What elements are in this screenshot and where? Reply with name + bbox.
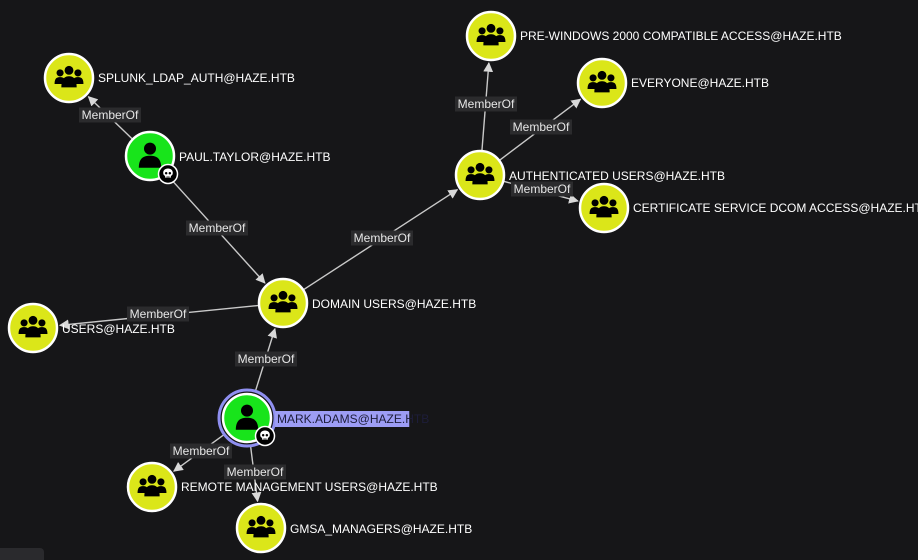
node-domain-users[interactable]: DOMAIN USERS@HAZE.HTB	[257, 277, 476, 329]
edge-label-auth_users-pre_windows[interactable]: MemberOf	[455, 96, 517, 112]
edge-label-box	[127, 306, 189, 322]
edge-label-text: MemberOf	[513, 120, 570, 134]
corner-panel	[0, 548, 44, 560]
edge-label-auth_users-cert_dcom[interactable]: MemberOf	[511, 181, 573, 197]
edge-label-box	[511, 181, 573, 197]
edge-label-box	[455, 96, 517, 112]
edge-label-box	[224, 464, 286, 480]
edge-label-paul-splunk[interactable]: MemberOf	[79, 107, 141, 123]
node-label: GMSA_MANAGERS@HAZE.HTB	[290, 522, 472, 536]
node-label: EVERYONE@HAZE.HTB	[631, 76, 769, 90]
node-label: AUTHENTICATED USERS@HAZE.HTB	[509, 169, 725, 183]
node-label: DOMAIN USERS@HAZE.HTB	[312, 297, 476, 311]
edge-label-layer: MemberOfMemberOfMemberOfMemberOfMemberOf…	[79, 96, 573, 480]
edge-label-auth_users-everyone[interactable]: MemberOf	[510, 119, 572, 135]
edge-label-mark-remote_mgmt[interactable]: MemberOf	[170, 443, 232, 459]
node-users[interactable]: USERS@HAZE.HTB	[7, 302, 175, 354]
skull-icon	[254, 425, 276, 447]
node-label: MARK.ADAMS@HAZE.HTB	[277, 412, 429, 426]
edge-layer	[58, 61, 582, 503]
node-label: REMOTE MANAGEMENT USERS@HAZE.HTB	[181, 480, 438, 494]
edge-label-text: MemberOf	[227, 465, 284, 479]
edge-label-text: MemberOf	[173, 444, 230, 458]
selected-label-highlight	[275, 411, 410, 427]
edge-label-domain_users-auth_users[interactable]: MemberOf	[351, 230, 413, 246]
edge-label-text: MemberOf	[189, 221, 246, 235]
node-label: SPLUNK_LDAP_AUTH@HAZE.HTB	[98, 71, 295, 85]
node-pre-windows[interactable]: PRE-WINDOWS 2000 COMPATIBLE ACCESS@HAZE.…	[465, 10, 842, 62]
edge-label-box	[351, 230, 413, 246]
edge-label-box	[170, 443, 232, 459]
edge-label-text: MemberOf	[82, 108, 139, 122]
node-layer: PRE-WINDOWS 2000 COMPATIBLE ACCESS@HAZE.…	[7, 10, 918, 554]
edge-label-mark-gmsa[interactable]: MemberOf	[224, 464, 286, 480]
node-auth-users[interactable]: AUTHENTICATED USERS@HAZE.HTB	[454, 149, 725, 201]
node-cert-dcom[interactable]: CERTIFICATE SERVICE DCOM ACCESS@HAZE.HTB	[578, 182, 918, 234]
edge-label-text: MemberOf	[130, 307, 187, 321]
edge-label-box	[79, 107, 141, 123]
edge-label-domain_users-users[interactable]: MemberOf	[127, 306, 189, 322]
edge-label-text: MemberOf	[238, 352, 295, 366]
edge-label-text: MemberOf	[458, 97, 515, 111]
node-label: CERTIFICATE SERVICE DCOM ACCESS@HAZE.HTB	[633, 201, 918, 215]
edge-label-mark-domain_users[interactable]: MemberOf	[235, 351, 297, 367]
node-label: USERS@HAZE.HTB	[62, 322, 175, 336]
node-gmsa[interactable]: GMSA_MANAGERS@HAZE.HTB	[235, 502, 472, 554]
edge-label-box	[186, 220, 248, 236]
node-paul[interactable]: PAUL.TAYLOR@HAZE.HTB	[124, 130, 331, 185]
node-label: PRE-WINDOWS 2000 COMPATIBLE ACCESS@HAZE.…	[520, 29, 842, 43]
node-everyone[interactable]: EVERYONE@HAZE.HTB	[576, 57, 769, 109]
node-splunk[interactable]: SPLUNK_LDAP_AUTH@HAZE.HTB	[43, 52, 295, 104]
edge-label-text: MemberOf	[354, 231, 411, 245]
skull-icon	[157, 163, 179, 185]
edge-label-box	[235, 351, 297, 367]
node-label: PAUL.TAYLOR@HAZE.HTB	[179, 150, 331, 164]
node-mark[interactable]: MARK.ADAMS@HAZE.HTB	[217, 388, 429, 448]
edge-label-box	[510, 119, 572, 135]
edge-label-paul-domain_users[interactable]: MemberOf	[186, 220, 248, 236]
edge-label-text: MemberOf	[514, 182, 571, 196]
node-remote-mgmt[interactable]: REMOTE MANAGEMENT USERS@HAZE.HTB	[126, 461, 438, 513]
